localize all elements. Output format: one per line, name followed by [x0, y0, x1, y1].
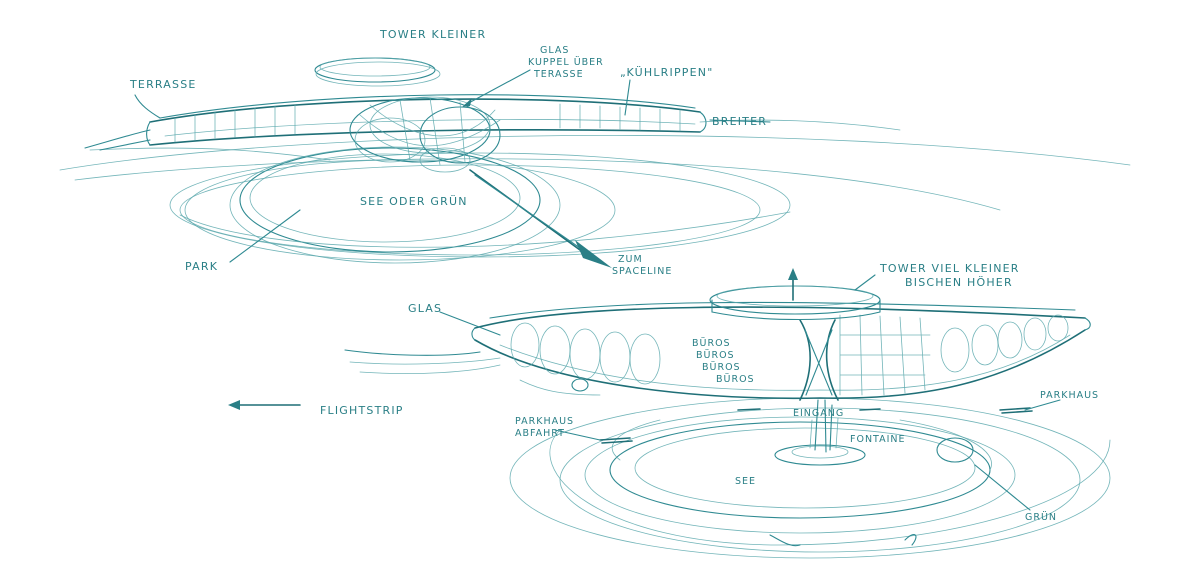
label-bueros-1: BÜROS	[692, 338, 731, 349]
label-tower-viel-kleiner-line2: BISCHEN HÖHER	[905, 276, 1013, 289]
label-glas-kuppel-line2: KUPPEL ÜBER	[528, 57, 604, 68]
lower-wing-body	[471, 301, 1091, 401]
leader-kuehlrippen	[624, 79, 631, 116]
label-tower-viel-kleiner-line1: TOWER VIEL KLEINER	[879, 262, 1020, 275]
label-bueros-4: BÜROS	[716, 374, 755, 385]
label-zum-spaceline-line1: ZUM	[618, 254, 643, 265]
flourish-mark-right	[904, 534, 917, 546]
leader-breiter	[709, 119, 771, 123]
label-eingang: EINGANG	[793, 408, 844, 419]
label-parkhaus: PARKHAUS	[1040, 390, 1099, 401]
label-glas-kuppel-line3: TERASSE	[533, 69, 584, 80]
label-glas: GLAS	[408, 302, 442, 315]
label-park: PARK	[185, 260, 218, 273]
upper-wing	[84, 94, 901, 151]
eingang-hatch	[737, 408, 881, 411]
upper-building-sketch: TOWER KLEINER GLAS KUPPEL ÜBER TERASSE „…	[59, 28, 1131, 277]
label-flightstrip: FLIGHTSTRIP	[320, 404, 404, 417]
lower-fountain	[809, 399, 839, 453]
label-tower-kleiner: TOWER KLEINER	[379, 28, 486, 41]
label-parkhaus-abfahrt-line2: ABFAHRT	[515, 428, 565, 439]
label-see: SEE	[735, 476, 756, 487]
upper-tower-ring	[314, 57, 441, 87]
flourish-mark	[769, 534, 801, 547]
lower-tower-ring	[709, 268, 881, 321]
label-zum-spaceline-line2: SPACELINE	[612, 266, 672, 277]
label-parkhaus-abfahrt-line1: PARKHAUS	[515, 416, 574, 427]
leader-park	[229, 209, 301, 263]
lower-ground-ellipses	[509, 397, 1111, 559]
label-gruen: GRÜN	[1025, 512, 1057, 523]
leader-tower-viel-kleiner	[854, 274, 876, 291]
label-see-oder-gruen: SEE ODER GRÜN	[360, 195, 468, 208]
lower-building-sketch: TOWER VIEL KLEINER BISCHEN HÖHER GLAS BÜ…	[228, 262, 1111, 559]
leader-gruen	[974, 464, 1031, 511]
upper-glass-dome	[349, 96, 501, 173]
leader-parkhaus-abfahrt	[554, 429, 601, 441]
label-kuehlrippen: „KÜHLRIPPEN"	[620, 66, 713, 79]
leader-parkhaus	[1024, 399, 1061, 411]
label-bueros-3: BÜROS	[702, 362, 741, 373]
label-glas-kuppel-line1: GLAS	[540, 45, 569, 56]
upper-park-ellipses	[59, 134, 1131, 264]
flightstrip-area	[228, 349, 601, 410]
label-bueros-2: BÜROS	[696, 350, 735, 361]
upper-arrow-spaceline	[469, 169, 612, 268]
leader-terrasse	[134, 94, 161, 119]
parkhaus-abfahrt-hatch	[599, 437, 633, 444]
label-fontaine: FONTAINE	[850, 434, 906, 445]
leader-glas	[439, 311, 501, 336]
label-breiter: BREITER	[712, 115, 767, 128]
label-terrasse: TERRASSE	[129, 78, 197, 91]
parkhaus-hatch	[999, 407, 1033, 414]
leader-glas-kuppel	[464, 69, 531, 106]
